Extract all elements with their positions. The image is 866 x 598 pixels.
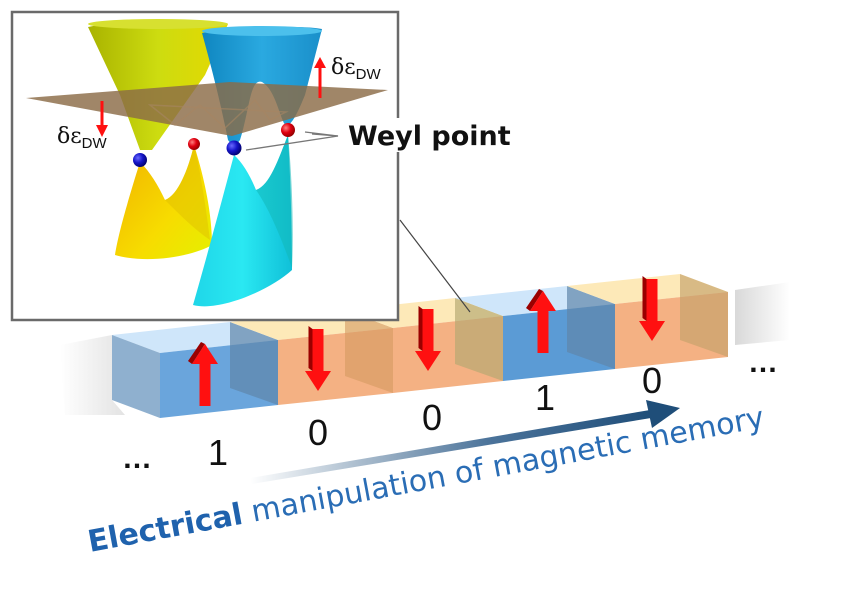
spin-arrow-down-icon [415,306,441,371]
cone-left-upper [88,19,228,150]
energy-shift-down-label: δεDW [57,124,107,152]
memory-track [60,274,790,418]
direction-arrow [250,400,680,484]
spin-arrow-down-icon [639,276,665,341]
weyl-point-blue-right [226,140,242,156]
bit-label: 0 [642,360,662,401]
spin-arrow-part [537,311,549,353]
spin-arrow-part [415,351,441,371]
weyl-point-red-left [188,138,200,150]
arrow-up-icon [314,57,326,68]
spin-arrow-part [188,342,205,364]
direction-arrow-head [646,400,680,428]
cone-right-lower [193,135,293,307]
spin-arrow-part [526,289,543,311]
spin-arrow-part [530,291,556,311]
zoom-connector-line [399,219,471,313]
leading-ellipsis: … [122,442,152,475]
fermi-plane-shadow [147,98,289,130]
caption-bold: Electrical [85,497,245,560]
spin-arrow-part [646,279,658,321]
energy-shift-up-label: δεDW [331,55,381,83]
energy-shift-down: δεDW [57,101,108,152]
arrow-down-icon [96,125,108,137]
bit-label: 0 [422,397,442,438]
energy-shift-up: δεDW [314,55,381,98]
bit-label: 1 [535,377,555,418]
spin-arrow-part [642,276,647,321]
spin-arrow-part [639,321,665,341]
spin-arrow-part [199,364,211,406]
trailing-ellipsis: … [748,346,778,379]
cone-left-lower [115,145,212,260]
track-fade-left [60,335,125,415]
bit-label: 1 [208,432,228,473]
weyl-label-bg [342,118,518,152]
spin-arrow-part [308,326,313,371]
spin-arrow-part [192,344,218,364]
spin-arrow-part [418,306,423,351]
weyl-point-blue-left [133,153,147,167]
track-fade-right [735,282,790,345]
spin-arrow-part [305,371,331,391]
bit-labels: 1 0 0 1 0 [208,360,662,473]
inset-panel: δεDW δεDW [10,10,400,322]
weyl-point-label: Weyl point [348,121,511,152]
spin-arrow-down-icon [305,326,331,391]
spin-arrow-up-icon [188,342,218,406]
bit-label: 0 [308,412,328,453]
spin-arrow-part [422,309,434,351]
fermi-plane [26,82,388,136]
spin-arrow-up-icon [526,289,556,353]
weyl-point-red-right [281,123,295,137]
weyl-leader-line-2 [304,131,339,137]
spin-arrow-part [312,329,324,371]
memory-cell-1 [112,322,278,418]
